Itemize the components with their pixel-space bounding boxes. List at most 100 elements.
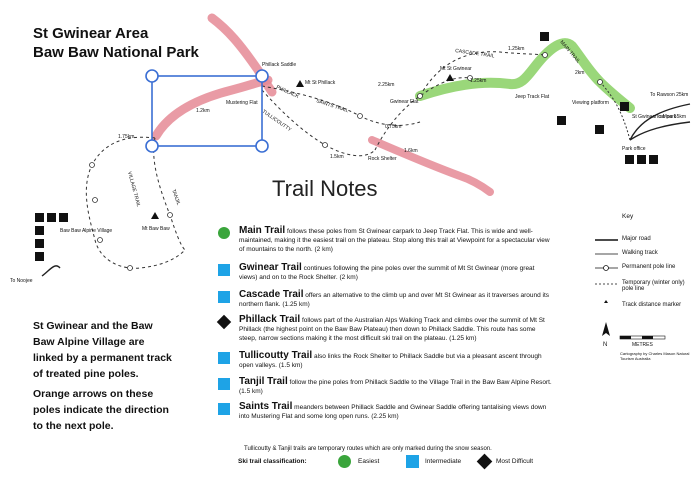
major-road xyxy=(629,103,691,141)
label-tanjil-trail: TANJIL xyxy=(170,189,181,207)
pole-marker xyxy=(597,79,603,85)
carpark-facilities-icons xyxy=(540,32,658,164)
village-trail-line xyxy=(85,136,186,269)
label-mt-st-phillack: Mt St Phillack xyxy=(305,80,336,86)
map-title-line2: Baw Baw National Park xyxy=(33,44,199,61)
distance-label: 1.25km xyxy=(470,78,486,84)
easiest-circle-icon xyxy=(218,227,230,239)
selection-handle-ne[interactable] xyxy=(255,69,269,83)
scale-label: METRES xyxy=(632,342,653,348)
tanjil-trail-line xyxy=(153,137,186,251)
label-mustering-flat: Mustering Flat xyxy=(226,100,258,106)
trail-desc: follows these poles from St Gwinear carp… xyxy=(239,228,550,253)
pole-marker xyxy=(357,113,363,119)
pole-marker xyxy=(467,75,473,81)
label-saints-trail: SAINTS TRAIL xyxy=(315,98,349,114)
classification-most-difficult: Most Difficult xyxy=(496,458,534,465)
trail-name: Phillack Trail xyxy=(239,314,301,325)
key-walking-track: Walking track xyxy=(622,250,658,256)
key-permanent-pole: Permanent pole line xyxy=(622,264,676,270)
north-arrow-letter: N xyxy=(603,342,607,348)
mt-baw-baw-summit-icon xyxy=(151,212,159,219)
walking-track-east xyxy=(599,81,631,141)
cascade-trail-line xyxy=(419,51,546,97)
key-title: Key xyxy=(622,213,634,220)
phillack-highlight-upper xyxy=(207,13,277,97)
pole-marker xyxy=(167,212,173,218)
scale-bar xyxy=(619,335,666,340)
label-rock-shelter: Rock Shelter xyxy=(368,156,397,162)
phillack-highlight-lower xyxy=(151,75,273,141)
intro-paragraph-1: St Gwinear and the Baw Baw Alpine Villag… xyxy=(33,320,172,380)
intermediate-square-icon xyxy=(218,378,230,390)
intermediate-square-icon xyxy=(218,291,230,303)
trail-name: Gwinear Trail xyxy=(239,262,302,273)
intermediate-square-icon xyxy=(218,352,230,364)
trail-notes-title: Trail Notes xyxy=(272,176,378,201)
selection-handle-nw[interactable] xyxy=(145,69,159,83)
temporary-trails-footnote: Tullicoutty & Tanjil trails are temporar… xyxy=(244,446,492,452)
distance-label: 1.75km xyxy=(118,134,134,140)
label-tullicoutty-trail: TULLICOUTTY xyxy=(261,109,293,134)
trail-name: Tanjil Trail xyxy=(239,376,288,387)
north-arrow-icon xyxy=(602,322,610,336)
trail-desc: follows part of the Australian Alps Walk… xyxy=(239,317,545,342)
road-south xyxy=(629,121,691,141)
distance-label: 1.2km xyxy=(196,108,210,114)
label-to-moe: To Moe 55km xyxy=(656,114,686,120)
trail-desc: meanders between Phillack Saddle and Gwi… xyxy=(239,404,547,420)
intermediate-square-icon xyxy=(218,264,230,276)
label-mt-st-gwinear: Mt St Gwinear xyxy=(440,66,472,72)
trail-desc: offers an alternative to the climb up an… xyxy=(239,292,550,308)
trail-name: Saints Trail xyxy=(239,401,293,412)
pole-marker xyxy=(322,142,328,148)
cartography-credit: Cartography by Charles Mason Natural Tou… xyxy=(620,351,690,361)
label-park-office: Park office xyxy=(622,146,646,152)
village-facilities-icons xyxy=(35,213,68,261)
mt-st-gwinear-summit-icon xyxy=(446,74,454,81)
pole-marker xyxy=(97,237,103,243)
label-viewing-platform: Viewing platform xyxy=(572,100,609,106)
gwinear-trail-line xyxy=(374,77,471,151)
key-temporary-pole: Temporary (winter only) pole line xyxy=(622,280,685,292)
pole-marker xyxy=(542,52,548,58)
distance-label: 0.75km xyxy=(385,124,401,130)
label-gwinear-flat: Gwinear Flat xyxy=(390,99,419,105)
label-carpark: St Gwinear car park xyxy=(632,114,677,120)
classification-easiest: Easiest xyxy=(358,458,380,465)
label-village-trail: VILLAGE TRAIL xyxy=(126,171,141,208)
pole-marker xyxy=(417,93,423,99)
distance-label: 1.25km xyxy=(508,46,524,52)
selection-box[interactable] xyxy=(145,69,269,153)
label-to-noojee: To Noojee xyxy=(10,278,33,284)
intro-paragraph-2: Orange arrows on these poles indicate th… xyxy=(33,388,169,432)
distance-label: 1.5km xyxy=(330,154,344,160)
intermediate-square-icon xyxy=(218,403,230,415)
key-track-distance: Track distance marker xyxy=(622,302,682,308)
intermediate-square-icon xyxy=(406,455,419,468)
trail-name: Main Trail xyxy=(239,225,286,236)
classification-intermediate: Intermediate xyxy=(425,458,462,465)
classification-label: Ski trail classification: xyxy=(238,458,307,465)
trail-desc: also links the Rock Shelter to Phillack … xyxy=(239,353,542,369)
label-cascade-trail: CASCADE TRAIL xyxy=(455,48,495,59)
distance-label: 2.25km xyxy=(378,82,394,88)
map-title-line1: St Gwinear Area xyxy=(33,25,149,42)
pole-marker xyxy=(127,265,133,271)
key-permanent-pole-symbol xyxy=(595,265,618,271)
selection-handle-se[interactable] xyxy=(255,139,269,153)
saints-trail-line xyxy=(261,85,421,126)
easiest-circle-icon xyxy=(338,455,351,468)
mt-st-phillack-summit-icon xyxy=(296,80,304,87)
selection-handle-sw[interactable] xyxy=(145,139,159,153)
distance-label: 2km xyxy=(575,70,584,76)
label-mt-baw-baw: Mt Baw Baw xyxy=(142,226,170,232)
key-major-road: Major road xyxy=(622,236,651,242)
label-jeep-track-flat: Jeep Track Flat xyxy=(515,94,550,100)
distance-label: 1.6km xyxy=(404,148,418,154)
ridge-highlight xyxy=(368,136,494,196)
trail-name: Tullicoutty Trail xyxy=(239,350,313,361)
pole-marker xyxy=(89,162,95,168)
